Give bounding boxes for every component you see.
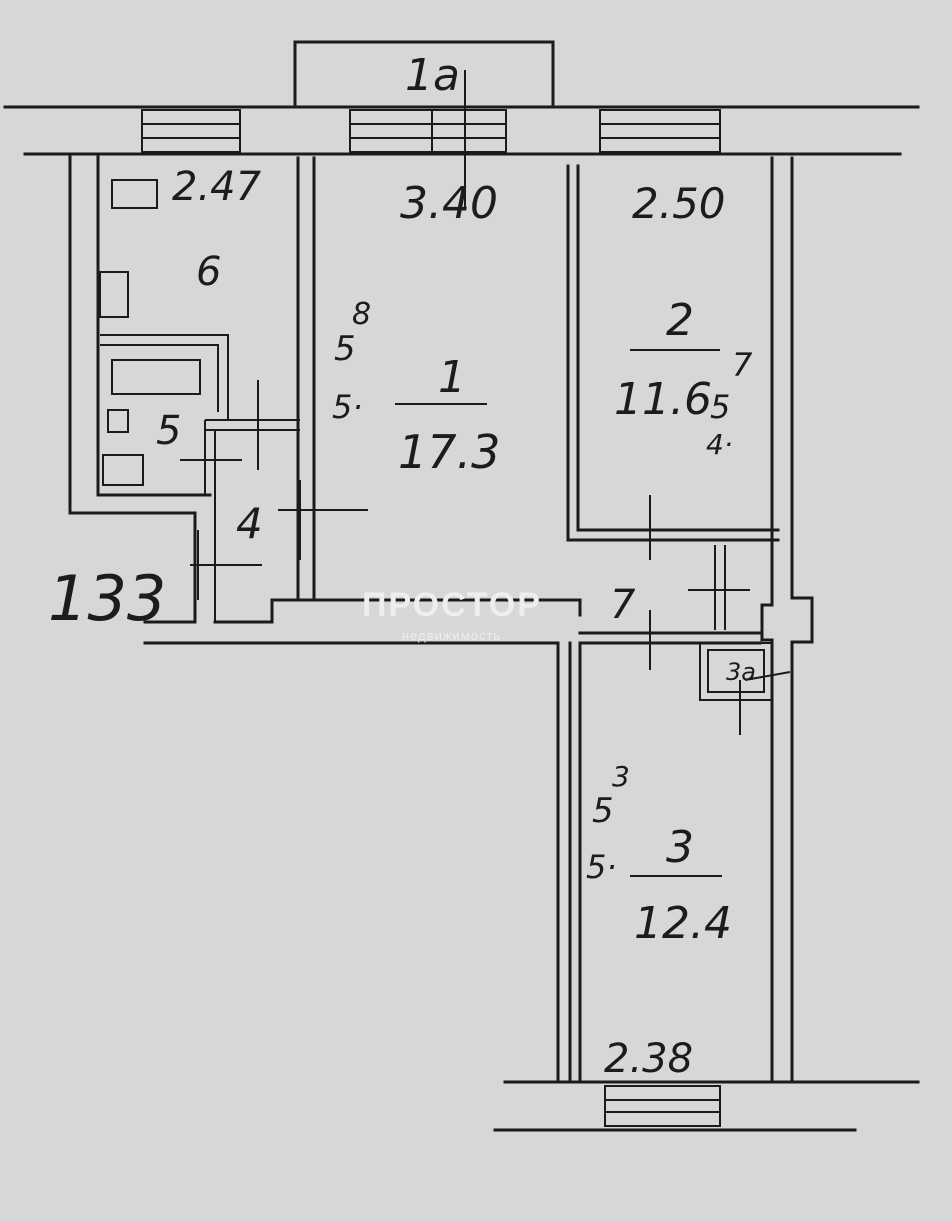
closet-number: 3a [726,658,756,686]
room3-number: 3 [666,822,694,873]
room3-height-low: 5· [586,848,617,886]
corridor-number: 4 [236,499,263,548]
building-number: 133 [48,562,166,635]
room2-number: 2 [666,295,694,346]
hall-walls [578,545,762,670]
watermark-subtitle: недвижимость [402,628,501,643]
bathroom-number: 5 [156,408,181,454]
watermark-title: ПРОСТОР [362,586,542,624]
top-facade-wall [3,105,920,156]
room2-width: 2.50 [632,179,726,228]
room1-number: 1 [438,352,466,403]
room3-area: 12.4 [634,898,732,949]
room2-height-mid: 5 [710,388,730,426]
corridor-walls [190,480,582,624]
room3-walls [143,641,582,1084]
left-wall [68,152,212,624]
closet-walls [699,642,791,735]
bottom-facade-wall [493,1080,920,1132]
room3-width: 2.38 [604,1036,693,1082]
room3-height-mid: 5 [592,791,614,831]
room1-width: 3.40 [400,178,498,229]
kitchen-width: 2.47 [172,164,262,210]
room2-walls [566,164,780,560]
balcony-label: 1a [405,50,460,101]
right-wall [760,156,814,1084]
room2-area: 11.6 [614,374,712,425]
kitchen-partition [296,156,316,602]
kitchen-number: 6 [196,249,221,295]
room1-height-top: 8 [352,297,371,332]
hall-number: 7 [610,582,636,628]
room1-height-low: 5· [332,388,363,426]
top-windows [141,109,721,153]
room1-height-mid: 5 [334,329,356,369]
room3-height-top: 3 [612,760,630,793]
balcony [293,40,555,109]
room2-height-low: 4· [706,428,733,461]
room2-height-top: 7 [732,346,753,384]
bathroom-walls [99,179,300,622]
room1-area: 17.3 [398,425,500,479]
